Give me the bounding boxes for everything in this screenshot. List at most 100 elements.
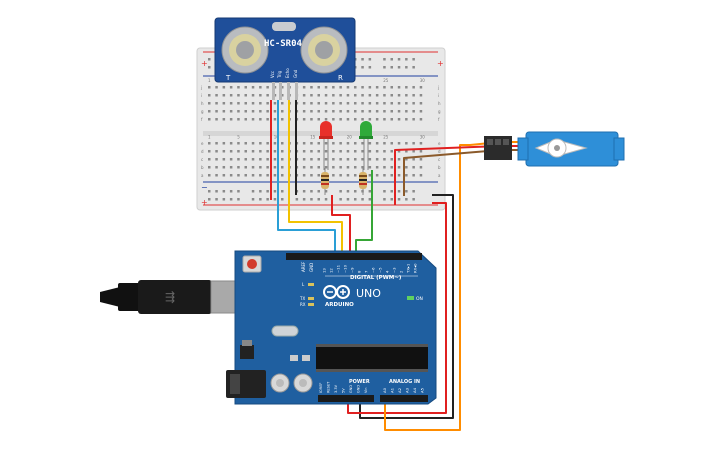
power-pin-label: 3.3V <box>334 384 338 393</box>
tx-led <box>308 297 314 300</box>
sensor-pin-label: Trig <box>277 70 282 79</box>
usb-icon: ⇶ <box>165 290 175 304</box>
digital-pin-label: ~11 <box>336 264 341 273</box>
sensor-pin-label: Echo <box>285 68 290 78</box>
atmega-chip <box>316 344 428 372</box>
wire-red-led-signal[interactable] <box>331 195 351 253</box>
gnd-label-top: GND <box>309 263 314 272</box>
rail-minus-label: − <box>201 183 208 192</box>
digital-pin-label: ~5 <box>378 267 383 273</box>
column-number: 25 <box>383 78 389 83</box>
on-led <box>407 296 414 300</box>
rx-led-label: RX <box>300 302 306 307</box>
wire-blue-trig[interactable] <box>277 100 336 253</box>
power-header[interactable] <box>318 395 374 402</box>
sensor-pin[interactable] <box>295 82 298 100</box>
analog-pin-label: A1 <box>390 387 395 393</box>
power-pin-label: GND <box>357 385 361 393</box>
wire-red-5v-arduino[interactable] <box>347 202 447 414</box>
receiver-transducer <box>300 26 348 74</box>
digital-pin-label: 7 <box>364 270 369 273</box>
power-pin-label: 5V <box>342 388 346 393</box>
column-number: 1 <box>208 78 211 83</box>
l-led-label: L <box>302 282 305 287</box>
uno-label: UNO <box>356 287 381 300</box>
l-led <box>308 283 314 286</box>
digital-header[interactable] <box>286 253 422 260</box>
row-letter: a <box>201 173 204 178</box>
servo-motor[interactable] <box>484 131 625 167</box>
column-number: 15 <box>310 135 316 140</box>
row-letter: j <box>437 85 439 90</box>
row-letter: i <box>201 93 202 98</box>
analog-pin-label: A4 <box>412 387 417 393</box>
reset-button[interactable] <box>242 255 262 273</box>
red-led[interactable] <box>319 121 333 170</box>
power-pin-label: RESET <box>327 381 331 393</box>
analog-header[interactable] <box>380 395 428 402</box>
column-number: 30 <box>420 78 426 83</box>
sensor-pin-label: Gnd <box>293 69 298 78</box>
digital-pin-label: ~9 <box>350 267 355 273</box>
row-letter: b <box>438 165 441 170</box>
row-letter: c <box>438 157 440 162</box>
sensor-pin[interactable] <box>287 82 290 100</box>
power-pin-label: Vin <box>364 387 368 393</box>
wire-yellow-echo[interactable] <box>288 100 343 253</box>
column-number: 30 <box>420 135 426 140</box>
row-letter: e <box>201 141 204 146</box>
row-letter: g <box>438 109 441 114</box>
resistor-red-led[interactable] <box>321 168 329 195</box>
arduino-brand-label: ARDUINO <box>325 302 354 308</box>
row-letter: h <box>201 101 204 106</box>
analog-in-label: ANALOG IN <box>389 379 420 385</box>
row-letter: d <box>201 149 204 154</box>
row-letter: h <box>438 101 441 106</box>
row-letter: j <box>200 85 202 90</box>
power-label: POWER <box>349 379 370 385</box>
digital-pin-label: ~10 <box>343 264 348 273</box>
sensor-pin[interactable] <box>272 82 275 100</box>
row-letter: f <box>201 117 203 122</box>
rx-led <box>308 303 314 306</box>
rail-plus-label: + <box>201 59 208 68</box>
resistor-green-led[interactable] <box>359 168 367 195</box>
sensor-pin-label: Vcc <box>270 71 275 78</box>
transmitter-transducer <box>221 26 269 74</box>
tx-led-label: TX <box>299 296 305 301</box>
green-led[interactable] <box>359 121 373 170</box>
digital-pin-label: 2 <box>399 270 404 273</box>
row-letter: a <box>438 173 441 178</box>
row-letter: c <box>201 157 203 162</box>
row-letter: b <box>201 165 204 170</box>
row-letter: g <box>201 109 204 114</box>
digital-pin-label: RX◂0 <box>413 263 418 273</box>
sensor-pin[interactable] <box>279 82 282 100</box>
column-number: 10 <box>274 135 280 140</box>
power-pin-label: IOREF <box>319 383 323 393</box>
servo-horn <box>534 138 588 158</box>
digital-pin-label: TX▸1 <box>406 263 411 274</box>
on-label: ON <box>416 296 423 302</box>
power-jack <box>226 370 266 398</box>
digital-pin-label: 8 <box>357 270 362 273</box>
arduino-logo-icon <box>323 285 350 299</box>
aref-label: AREF <box>301 261 306 272</box>
row-letter: d <box>438 149 441 154</box>
rail-plus-label-right: + <box>437 59 444 68</box>
row-letter: e <box>438 141 441 146</box>
column-number: 1 <box>208 135 211 140</box>
sensor-r-label: R <box>338 74 343 82</box>
wire-green-led-signal[interactable] <box>355 170 373 253</box>
crystal-oscillator <box>271 325 299 337</box>
digital-pin-label: 12 <box>329 268 334 273</box>
analog-pin-label: A3 <box>405 387 410 393</box>
digital-header-label: DIGITAL (PWM~) <box>350 275 402 281</box>
rail-plus-label-bottom: + <box>201 198 208 207</box>
sensor-t-label: T <box>225 74 231 82</box>
column-number: 20 <box>347 135 353 140</box>
row-letter: f <box>438 117 440 122</box>
